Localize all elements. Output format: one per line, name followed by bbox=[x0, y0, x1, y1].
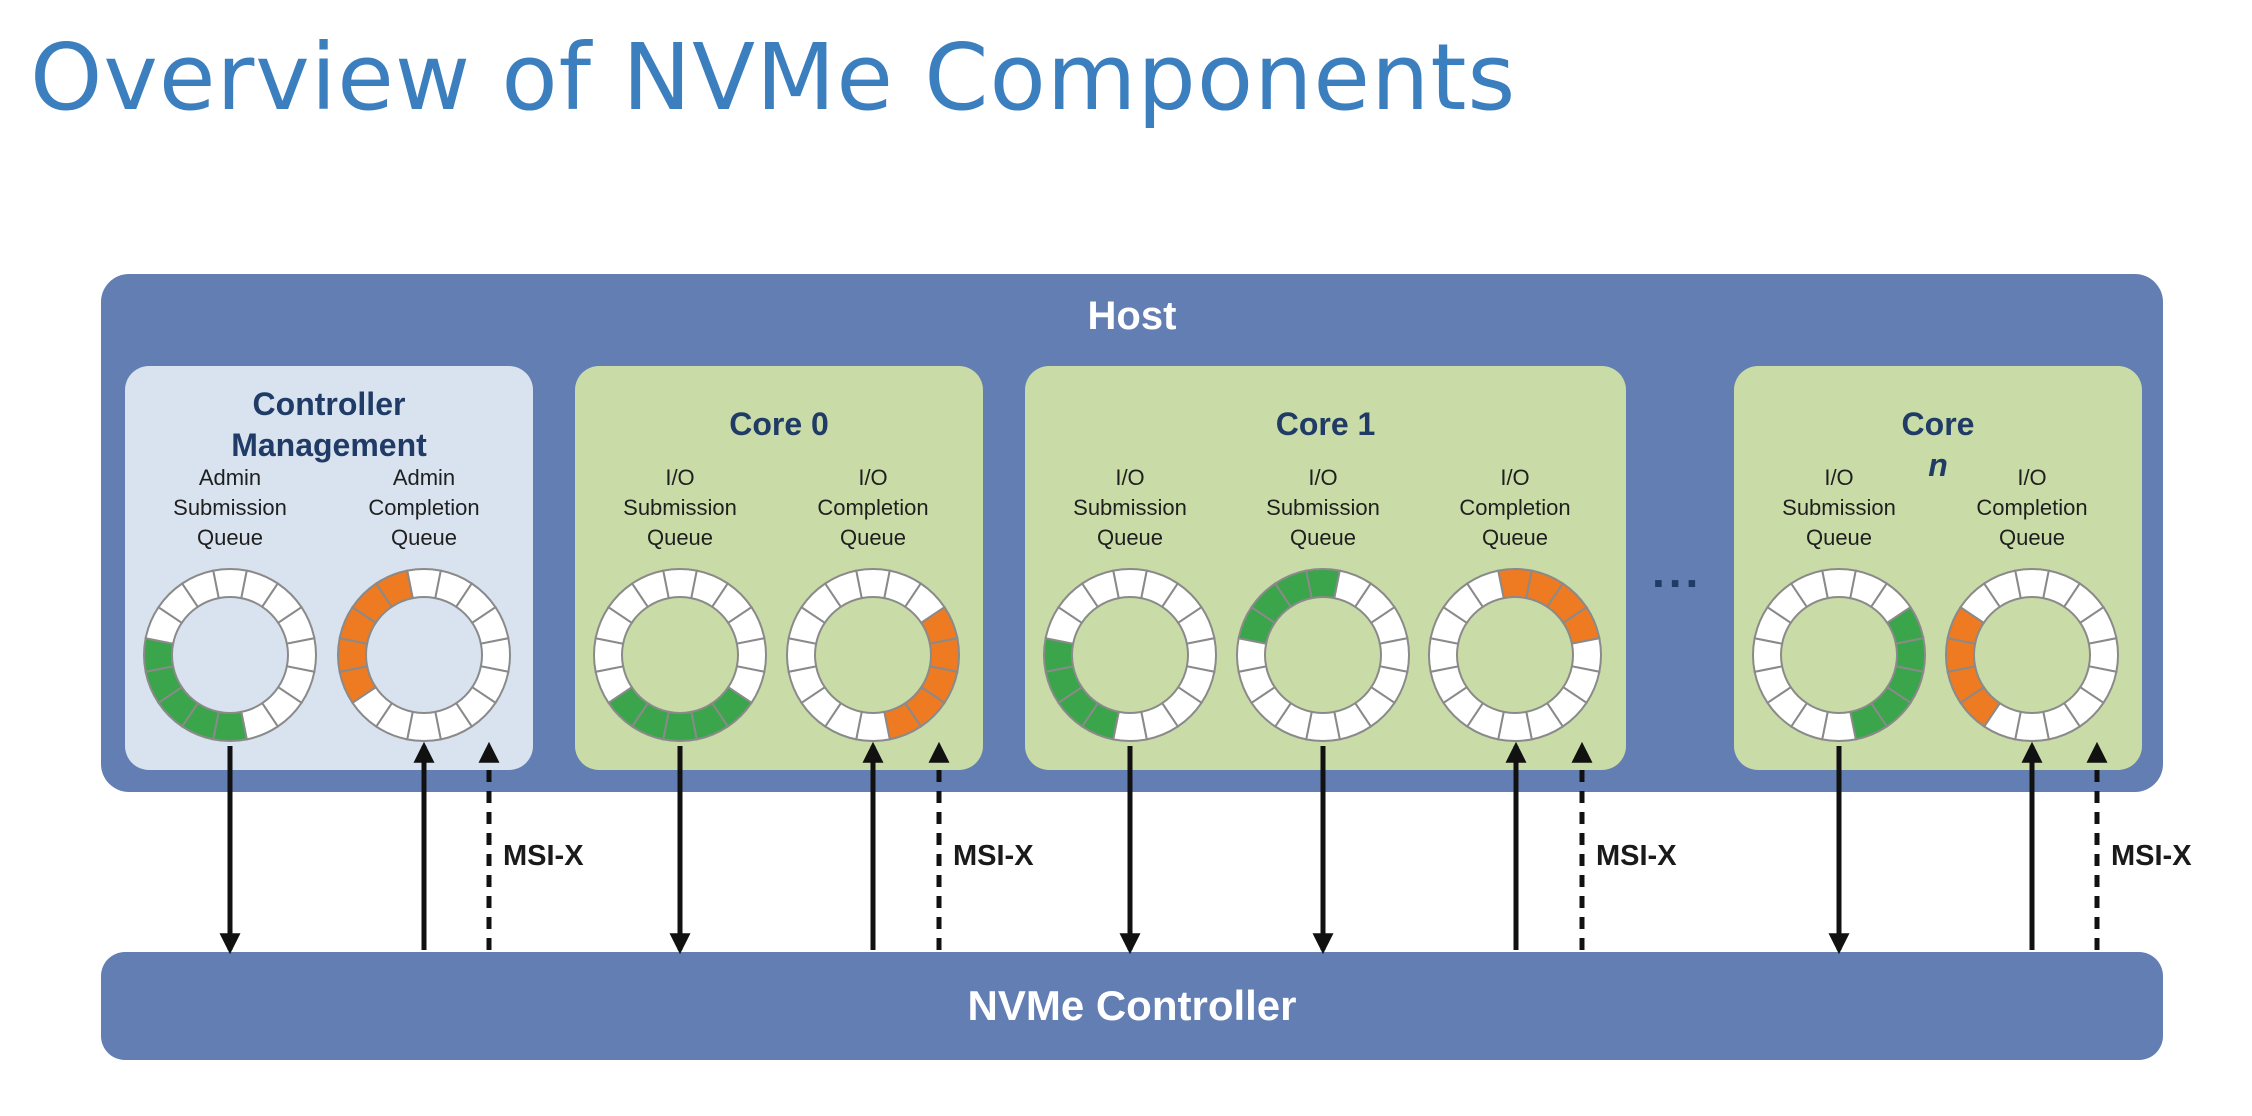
submission-queue-ring bbox=[1752, 568, 1926, 742]
queue-label-line: Queue bbox=[1805, 525, 1873, 550]
msi-x-label: MSI-X bbox=[1596, 840, 1677, 872]
host-label: Host bbox=[1087, 294, 1177, 338]
panel-title-text: Core bbox=[1901, 406, 1975, 442]
queue-slot-empty bbox=[1982, 569, 2022, 609]
queue-label-line: I/O bbox=[1115, 465, 1145, 490]
queue-label-line: Completion bbox=[1459, 495, 1571, 520]
panel-title-text: Core 0 bbox=[729, 406, 829, 442]
msi-x-label: MSI-X bbox=[503, 840, 584, 872]
completion-queue-ring bbox=[786, 568, 960, 742]
more-cores-ellipsis: ... bbox=[1652, 545, 1703, 597]
queue-label-line: I/O bbox=[1500, 465, 1530, 490]
queue-label-line: Submission bbox=[623, 495, 737, 520]
queue-slot-empty bbox=[823, 569, 863, 609]
queue-slot-empty bbox=[630, 569, 670, 609]
queue-label-line: Completion bbox=[817, 495, 929, 520]
queue-label-line: Submission bbox=[1073, 495, 1187, 520]
msi-x-label: MSI-X bbox=[953, 840, 1034, 872]
queue-slot-filled bbox=[1273, 569, 1313, 609]
queue-label-line: I/O bbox=[665, 465, 695, 490]
submission-queue-ring bbox=[593, 568, 767, 742]
queue-label-line: Queue bbox=[1289, 525, 1357, 550]
submission-queue-ring bbox=[1236, 568, 1410, 742]
queue-label-line: Queue bbox=[1481, 525, 1549, 550]
panel-title-line: Management bbox=[231, 427, 427, 463]
queue-label-line: Submission bbox=[1782, 495, 1896, 520]
panel-title-italic: n bbox=[1928, 447, 1948, 483]
queue-label-line: Queue bbox=[196, 525, 264, 550]
queue-slot-empty bbox=[1465, 569, 1505, 609]
msi-x-label: MSI-X bbox=[2111, 840, 2192, 872]
panel-title: Core 1 bbox=[1025, 404, 1626, 445]
queue-label-line: Completion bbox=[368, 495, 480, 520]
nvme-controller-box: NVMe Controller bbox=[101, 952, 2163, 1060]
queue-label-line: Queue bbox=[646, 525, 714, 550]
queue-slot-empty bbox=[1789, 569, 1829, 609]
panel-title: Controller Management bbox=[125, 384, 533, 466]
nvme-controller-label: NVMe Controller bbox=[967, 982, 1297, 1029]
submission-queue-ring bbox=[1043, 568, 1217, 742]
queue-label-line: Completion bbox=[1976, 495, 2088, 520]
queue-slot-filled bbox=[374, 569, 414, 609]
panel-core-1: Core 1 bbox=[1025, 366, 1626, 770]
queue-label-line: I/O bbox=[2017, 465, 2047, 490]
queue-slot-empty bbox=[1080, 569, 1120, 609]
submission-queue-ring bbox=[143, 568, 317, 742]
queue-label-line: I/O bbox=[1824, 465, 1854, 490]
panel-title: Core 0 bbox=[575, 404, 983, 445]
page-title: Overview of NVMe Components bbox=[30, 24, 1517, 131]
completion-queue-ring bbox=[1945, 568, 2119, 742]
queue-label-line: Submission bbox=[173, 495, 287, 520]
panel-title: Core n bbox=[1734, 404, 2142, 486]
queue-label-line: Queue bbox=[1998, 525, 2066, 550]
queue-label-line: Queue bbox=[839, 525, 907, 550]
queue-label-line: I/O bbox=[1308, 465, 1338, 490]
queue-label-line: Admin bbox=[392, 465, 456, 490]
queue-label-line: I/O bbox=[858, 465, 888, 490]
queue-label-line: Queue bbox=[1096, 525, 1164, 550]
queue-label-line: Admin bbox=[198, 465, 262, 490]
completion-queue-ring bbox=[337, 568, 511, 742]
panel-title-text: Core 1 bbox=[1275, 406, 1376, 442]
panel-title-line: Controller bbox=[252, 386, 406, 422]
host-box: Host Controller Management Core 0 Core 1… bbox=[101, 274, 2163, 792]
queue-slot-empty bbox=[180, 569, 220, 609]
queue-label-line: Submission bbox=[1266, 495, 1380, 520]
completion-queue-ring bbox=[1428, 568, 1602, 742]
queue-label-line: Queue bbox=[390, 525, 458, 550]
